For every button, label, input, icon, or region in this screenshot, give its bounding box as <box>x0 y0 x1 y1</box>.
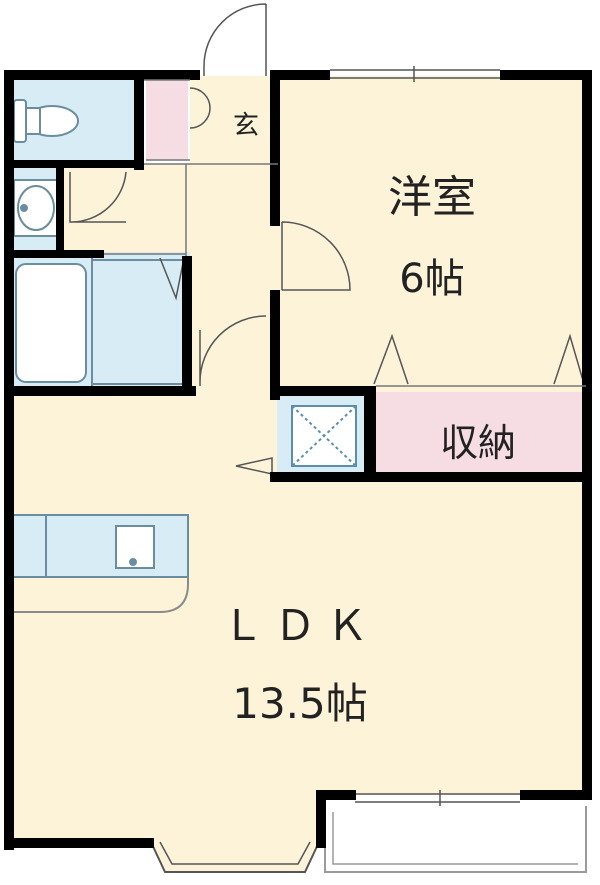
bay-window-floor <box>150 840 320 872</box>
entrance-door-swing <box>189 87 211 129</box>
ldk-size: 13.5帖 <box>232 679 368 728</box>
partition-lines <box>104 79 586 387</box>
shoe-cabinet <box>146 80 188 160</box>
washer-pan-icon <box>291 405 357 467</box>
western-room-size: 6帖 <box>399 256 464 302</box>
ldk-floor-lower <box>10 790 325 845</box>
washroom-floor <box>62 164 186 252</box>
front-door-swing <box>203 3 267 76</box>
washbasin-icon <box>13 179 59 237</box>
bath-door-swing <box>159 257 185 301</box>
bay-window <box>149 839 321 873</box>
western-room-floor <box>278 76 586 392</box>
hall-door-swing <box>199 315 267 386</box>
fixtures <box>11 99 357 613</box>
walls <box>4 70 592 850</box>
kitchen-counter <box>11 514 189 613</box>
hall-floor <box>186 164 278 390</box>
entrance-name: 玄 <box>233 111 259 141</box>
entrance-floor <box>190 76 278 164</box>
storage-name: 収納 <box>440 421 516 465</box>
room-labels: 洋室 6帖 収納 玄 ＬＤＫ 13.5帖 <box>222 111 516 728</box>
toilet-icon <box>13 99 79 143</box>
washroom-door-swing <box>69 171 127 223</box>
ldk-name: ＬＤＫ <box>222 601 378 650</box>
door-swings <box>69 3 587 873</box>
western-door-swing <box>281 221 351 291</box>
bathtub-icon <box>15 258 185 386</box>
closet-door-left <box>373 333 409 385</box>
washer-door-swing <box>235 457 273 475</box>
western-room-name: 洋室 <box>388 172 476 223</box>
storage-room <box>372 392 586 476</box>
balcony <box>325 800 586 870</box>
closet-door-right <box>553 333 585 385</box>
